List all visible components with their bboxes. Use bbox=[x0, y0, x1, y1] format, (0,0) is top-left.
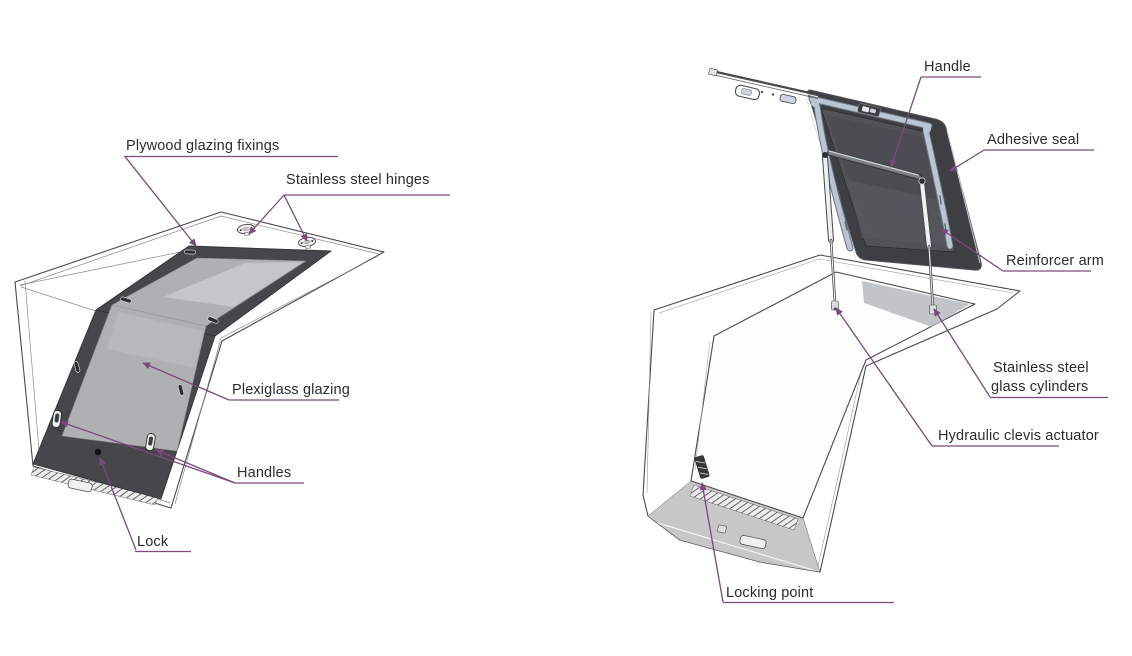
right-gas-strut-left bbox=[822, 152, 837, 305]
label-locking-point: Locking point bbox=[726, 585, 813, 601]
leader-actuator bbox=[835, 307, 933, 447]
label-adhesive-seal: Adhesive seal bbox=[987, 132, 1079, 148]
right-handle-bar bbox=[827, 150, 922, 180]
leader-hinge-1 bbox=[248, 194, 285, 235]
label-cylinders-line1: Stainless steel bbox=[993, 360, 1089, 376]
left-plywood-fixing-slots bbox=[73, 249, 219, 396]
label-plywood-glazing-fixings: Plywood glazing fixings bbox=[126, 138, 279, 154]
left-glazing-highlight-2 bbox=[107, 312, 203, 368]
right-locking-point bbox=[694, 455, 710, 479]
labels: Plywood glazing fixings Stainless steel … bbox=[126, 59, 1104, 601]
label-cylinders-line2: glass cylinders bbox=[991, 379, 1088, 395]
right-door-hinge-bracket bbox=[857, 103, 881, 117]
closed-canopy-drawing bbox=[14, 211, 385, 509]
leader-locking-point bbox=[699, 482, 724, 603]
leader-lock bbox=[99, 457, 137, 551]
left-glazing-highlight bbox=[163, 262, 303, 307]
right-strut-foot bbox=[929, 304, 937, 315]
label-hydraulic-clevis-actuator: Hydraulic clevis actuator bbox=[938, 428, 1099, 444]
label-stainless-steel-hinges: Stainless steel hinges bbox=[286, 172, 430, 188]
right-gas-strut-right bbox=[918, 177, 935, 310]
right-opening-inner-edge bbox=[694, 340, 711, 471]
leader-hinge-2 bbox=[283, 194, 308, 242]
right-opening bbox=[690, 271, 976, 519]
right-opening-shadow bbox=[862, 281, 970, 327]
leader-plexiglass bbox=[142, 362, 230, 401]
leader-handle-1 bbox=[60, 421, 236, 484]
open-canopy-drawing bbox=[642, 68, 1021, 573]
left-lock bbox=[94, 448, 102, 456]
left-handle-1 bbox=[51, 410, 62, 432]
label-handle: Handle bbox=[924, 59, 971, 75]
leader-handle-2 bbox=[155, 449, 236, 484]
right-sill-lock-detail bbox=[717, 524, 727, 534]
leader-plywood-fixings bbox=[124, 156, 197, 247]
right-base-edges bbox=[646, 258, 1014, 571]
leader-lines bbox=[60, 76, 1108, 604]
leader-reinforcer-arm bbox=[940, 228, 1004, 272]
label-reinforcer-arm: Reinforcer arm bbox=[1006, 253, 1104, 269]
right-band-groove bbox=[657, 522, 814, 571]
right-sill-hatch bbox=[689, 484, 799, 531]
leader-handle bbox=[889, 76, 922, 168]
right-adhesive-seal-edge bbox=[946, 129, 981, 264]
left-sill-latch bbox=[67, 478, 93, 493]
leader-cylinders bbox=[933, 308, 991, 398]
right-hinge-bar bbox=[708, 68, 820, 105]
label-handles: Handles bbox=[237, 465, 291, 481]
right-sill-latch bbox=[739, 535, 767, 549]
left-glazing-crease bbox=[111, 304, 207, 327]
label-plexiglass-glazing: Plexiglass glazing bbox=[232, 382, 350, 398]
leader-adhesive-seal bbox=[949, 149, 985, 172]
label-lock: Lock bbox=[137, 534, 169, 550]
